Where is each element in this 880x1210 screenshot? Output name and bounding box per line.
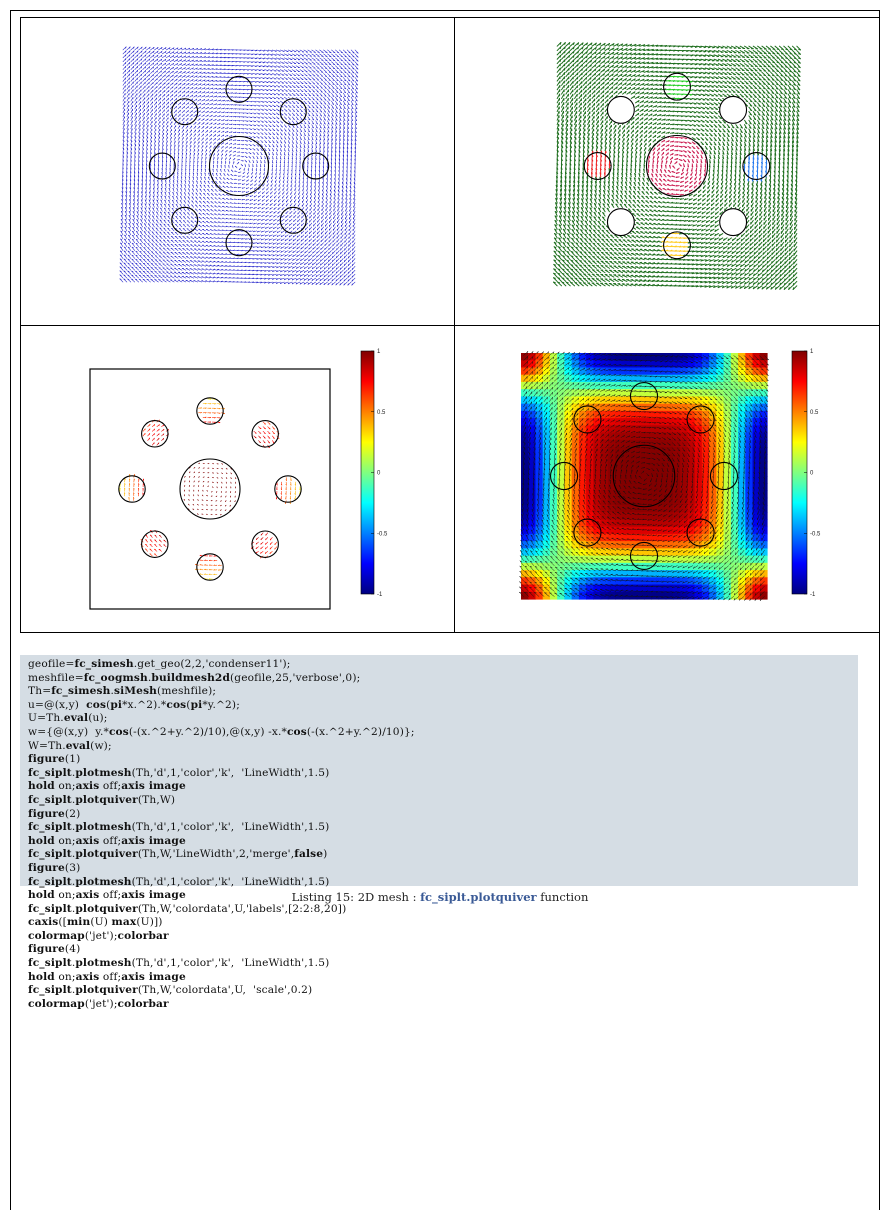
code-line: colormap('jet');colorbar: [28, 998, 858, 1012]
figure-2-panel: [454, 17, 880, 326]
code-listing: geofile=fc_simesh.get_geo(2,2,'condenser…: [20, 655, 858, 1010]
code-line: caxis([min(U) max(U)]): [28, 916, 858, 930]
colorbar-tick-label: -1: [810, 592, 816, 598]
code-line: hold on;axis off;axis image: [28, 780, 858, 794]
colorbar-tick-label: 0: [810, 471, 814, 477]
code-line: fc_siplt.plotmesh(Th,'d',1,'color','k', …: [28, 957, 858, 971]
colorbar-tick-label: 1: [377, 349, 381, 355]
code-line: figure(4): [28, 943, 858, 957]
code-line: hold on;axis off;axis image: [28, 835, 858, 849]
figure-1-quiver-plot: [119, 46, 359, 286]
figure-4-quiver-scale-plot: 1 0.5 0 -0.5 -1: [519, 349, 821, 601]
code-line: figure(1): [28, 753, 858, 767]
figure-3-panel: 1 0.5 0 -0.5 -1: [20, 325, 455, 633]
code-line: figure(3): [28, 862, 858, 876]
code-line: w={@(x,y) y.*cos(-(x.^2+y.^2)/10),@(x,y)…: [28, 726, 858, 740]
code-line: Th=fc_simesh.siMesh(meshfile);: [28, 685, 858, 699]
code-line: fc_siplt.plotmesh(Th,'d',1,'color','k', …: [28, 821, 858, 835]
figure-4-panel: 1 0.5 0 -0.5 -1: [454, 325, 880, 633]
colorbar-tick-label: -0.5: [377, 531, 388, 537]
figure-1-panel: [20, 17, 455, 326]
caption-prefix: Listing 15: 2D mesh :: [292, 890, 421, 904]
code-line: W=Th.eval(w);: [28, 740, 858, 754]
caption-function-name: fc_siplt.plotquiver: [420, 890, 537, 904]
code-line: u=@(x,y) cos(pi*x.^2).*cos(pi*y.^2);: [28, 699, 858, 713]
code-line: fc_siplt.plotquiver(Th,W): [28, 794, 858, 808]
colorbar-tick-label: 1: [810, 349, 814, 355]
code-line: hold on;axis off;axis image: [28, 971, 858, 985]
code-line: meshfile=fc_oogmsh.buildmesh2d(geofile,2…: [28, 672, 858, 686]
listing-caption: Listing 15: 2D mesh : fc_siplt.plotquive…: [0, 890, 880, 904]
code-line: fc_siplt.plotmesh(Th,'d',1,'color','k', …: [28, 767, 858, 781]
colorbar-tick-label: -0.5: [810, 531, 821, 537]
colorbar-tick-label: 0: [377, 471, 381, 477]
code-line: fc_siplt.plotquiver(Th,W,'LineWidth',2,'…: [28, 848, 858, 862]
colorbar-tick-label: 0.5: [810, 410, 819, 416]
figure-2-quiver-merge-plot: [553, 42, 801, 290]
code-line: fc_siplt.plotmesh(Th,'d',1,'color','k', …: [28, 876, 858, 890]
code-line: U=Th.eval(u);: [28, 712, 858, 726]
code-line: fc_siplt.plotquiver(Th,W,'colordata',U,'…: [28, 903, 858, 917]
code-line: figure(2): [28, 808, 858, 822]
caption-suffix: function: [537, 890, 588, 904]
code-line: colormap('jet');colorbar: [28, 930, 858, 944]
colorbar-tick-label: 0.5: [377, 410, 386, 416]
code-line: hold on;axis off;axis image: [28, 889, 858, 903]
figure-3-quiver-labels-plot: 1 0.5 0 -0.5 -1: [89, 349, 388, 610]
colorbar-tick-label: -1: [377, 592, 383, 598]
code-line: fc_siplt.plotquiver(Th,W,'colordata',U, …: [28, 984, 858, 998]
code-line: geofile=fc_simesh.get_geo(2,2,'condenser…: [28, 658, 858, 672]
